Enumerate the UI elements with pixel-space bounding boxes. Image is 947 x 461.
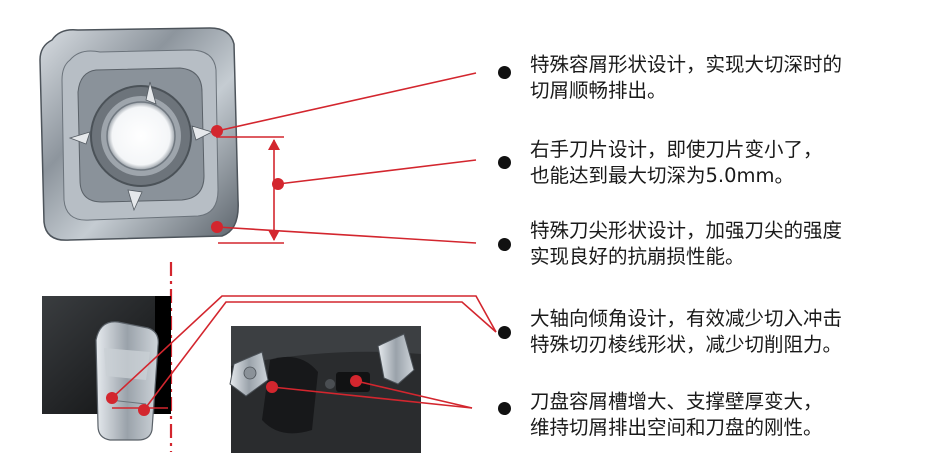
feature-line: 大轴向倾角设计，有效减少切入冲击 [530, 307, 843, 330]
feature-line: 刀盘容屑槽增大、支撑壁厚变大， [530, 390, 823, 413]
callout-line-4a [111, 295, 497, 399]
feature-text: 大轴向倾角设计，有效减少切入冲击 特殊切刃棱线形状，减少切削阻力。 [530, 306, 842, 358]
feature-line: 特殊刀尖形状设计，加强刀尖的强度 [530, 219, 843, 242]
cutter-body-photo [229, 326, 421, 453]
feature-line: 也能达到最大切深为5.0mm。 [530, 164, 795, 187]
bullet-dot [498, 326, 511, 339]
callout-line-3 [216, 226, 477, 244]
feature-text: 特殊容屑形状设计，实现大切深时的 切屑顺畅排出。 [530, 52, 842, 104]
depth-dimension-marker [216, 136, 284, 244]
feature-line: 右手刀片设计，即使刀片变小了， [530, 138, 823, 161]
callout-dot-wall [350, 375, 362, 387]
callout-dots [106, 125, 362, 416]
callout-dot-pocket [266, 381, 278, 393]
callout-line-4b [143, 301, 497, 411]
feature-list: 特殊容屑形状设计，实现大切深时的 切屑顺畅排出。 右手刀片设计，即使刀片变小了，… [496, 0, 947, 461]
callout-dot-chip-pocket [211, 125, 223, 137]
callout-line-2 [277, 159, 477, 185]
callout-dot-tip [211, 221, 223, 233]
feature-text: 刀盘容屑槽增大、支撑壁厚变大， 维持切屑排出空间和刀盘的刚性。 [530, 389, 823, 441]
bullet-dot [498, 238, 511, 251]
bullet-dot [498, 66, 511, 79]
feature-line: 切屑顺畅排出。 [530, 79, 667, 102]
insert-top-view [39, 27, 239, 241]
callout-line-1 [216, 72, 477, 132]
feature-line: 实现良好的抗崩损性能。 [530, 245, 745, 268]
callout-line-5b [355, 380, 473, 409]
callout-lines [111, 72, 497, 411]
callout-dot-depth [272, 178, 284, 190]
callout-dot-edge-left [106, 392, 118, 404]
bullet-dot [498, 156, 511, 169]
feature-line: 特殊切刃棱线形状，减少切削阻力。 [530, 333, 843, 356]
feature-text: 右手刀片设计，即使刀片变小了， 也能达到最大切深为5.0mm。 [530, 137, 823, 189]
bullet-dot [498, 402, 511, 415]
callout-dot-edge-right [138, 404, 150, 416]
feature-line: 维持切屑排出空间和刀盘的刚性。 [530, 416, 823, 439]
insert-side-view [42, 296, 171, 441]
feature-line: 特殊容屑形状设计，实现大切深时的 [530, 53, 843, 76]
feature-text: 特殊刀尖形状设计，加强刀尖的强度 实现良好的抗崩损性能。 [530, 218, 842, 270]
callout-line-5a [271, 386, 473, 409]
